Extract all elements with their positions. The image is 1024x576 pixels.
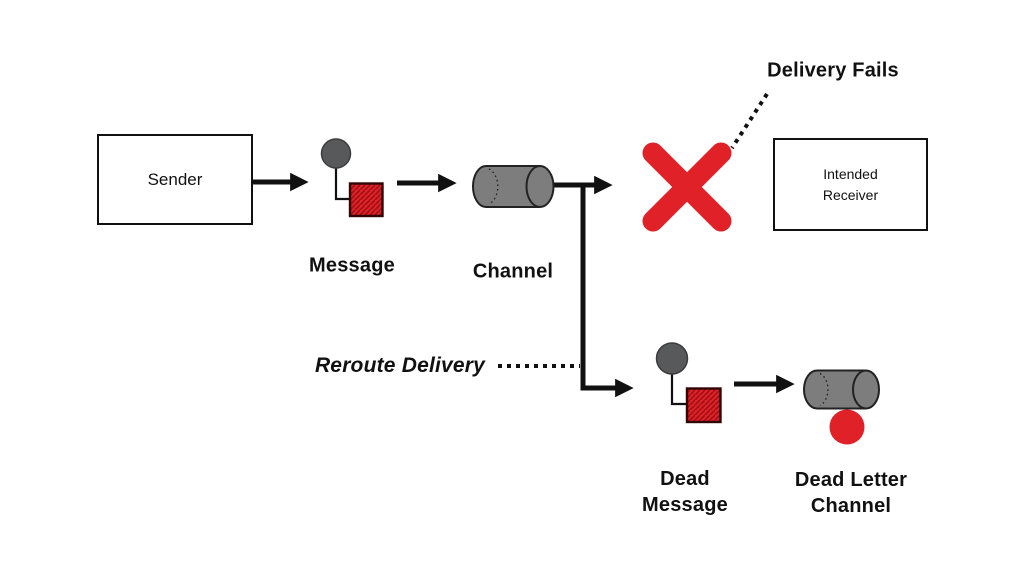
- dead-letter-red-dot-icon: [829, 409, 865, 445]
- intended-receiver-label-line2: Receiver: [822, 186, 879, 203]
- message-label: Message: [309, 254, 395, 277]
- dead-letter-cylinder-back-rim: [819, 372, 829, 407]
- branch-arrow-channel-to-dead-message: [580, 185, 634, 398]
- dead-letter-channel-label: Dead Letter Channel: [795, 467, 907, 519]
- error-x-icon: [642, 142, 732, 232]
- delivery-fails-callout-line: [730, 92, 769, 150]
- intended-receiver-box: Intended Receiver: [773, 138, 928, 231]
- message-icon-stem: [334, 167, 351, 201]
- channel-cylinder-body: [472, 165, 540, 208]
- channel-cylinder-back-rim: [488, 168, 499, 205]
- dead-letter-cylinder-opening: [852, 369, 880, 410]
- dead-message-label-line2: Message: [642, 494, 728, 516]
- dead-message-label: Dead Message: [642, 466, 728, 518]
- dead-letter-channel-label-line1: Dead Letter: [794, 469, 908, 491]
- dead-message-circle: [655, 342, 689, 375]
- sender-label: Sender: [147, 169, 203, 189]
- dead-message-hatched-square: [685, 387, 722, 424]
- message-circle: [320, 138, 352, 169]
- dead-letter-channel-icon: [803, 369, 880, 445]
- sender-box: Sender: [97, 134, 253, 225]
- dead-message-icon-stem: [670, 373, 688, 406]
- channel-icon: [472, 165, 555, 208]
- reroute-delivery-label: Reroute Delivery: [314, 354, 486, 377]
- dead-message-label-line1: Dead: [660, 468, 710, 490]
- message-hatched-square: [348, 182, 384, 218]
- message-icon: [320, 138, 384, 218]
- dead-letter-channel-label-line2: Channel: [810, 495, 892, 517]
- channel-label: Channel: [472, 260, 554, 283]
- channel-cylinder-opening: [525, 165, 555, 208]
- dead-letter-cylinder-body: [803, 369, 866, 410]
- delivery-fails-label: Delivery Fails: [767, 59, 899, 82]
- intended-receiver-label-line1: Intended: [823, 165, 878, 182]
- error-x-stroke-2: [642, 142, 732, 232]
- dead-message-icon: [655, 342, 722, 424]
